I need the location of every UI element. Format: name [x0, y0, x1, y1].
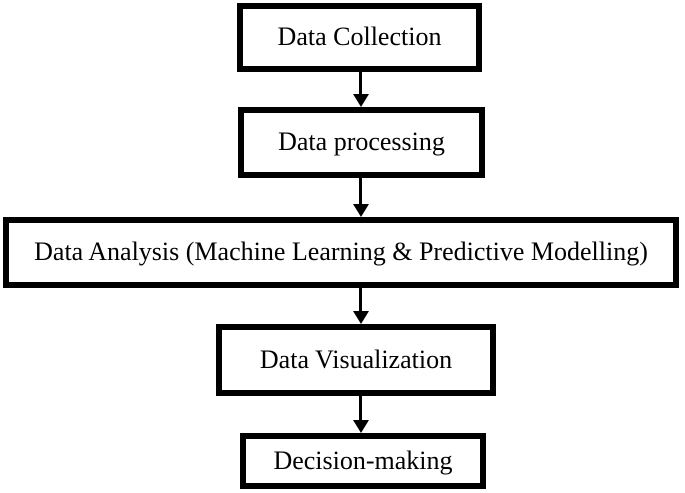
arrow-down-stem-1 — [359, 71, 362, 95]
arrow-down-head-icon — [353, 311, 369, 324]
arrow-down-stem-4 — [359, 395, 362, 421]
node-label: Data Analysis (Machine Learning & Predic… — [34, 237, 648, 267]
node-label: Data Collection — [277, 22, 442, 52]
arrow-down-head-icon — [353, 94, 369, 107]
node-label: Decision-making — [273, 445, 453, 475]
arrow-down-stem-3 — [359, 287, 362, 312]
flow-node-decision-making: Decision-making — [240, 433, 486, 489]
arrow-down-head-icon — [353, 420, 369, 433]
flow-node-data-collection: Data Collection — [237, 3, 482, 72]
arrow-down-stem-2 — [359, 177, 362, 205]
node-label: Data Visualization — [259, 344, 453, 374]
node-label: Data processing — [278, 127, 445, 157]
flow-node-data-processing: Data processing — [238, 107, 485, 178]
flow-node-data-analysis: Data Analysis (Machine Learning & Predic… — [3, 217, 679, 288]
flow-node-data-visualization: Data Visualization — [216, 324, 496, 396]
arrow-down-head-icon — [353, 204, 369, 217]
